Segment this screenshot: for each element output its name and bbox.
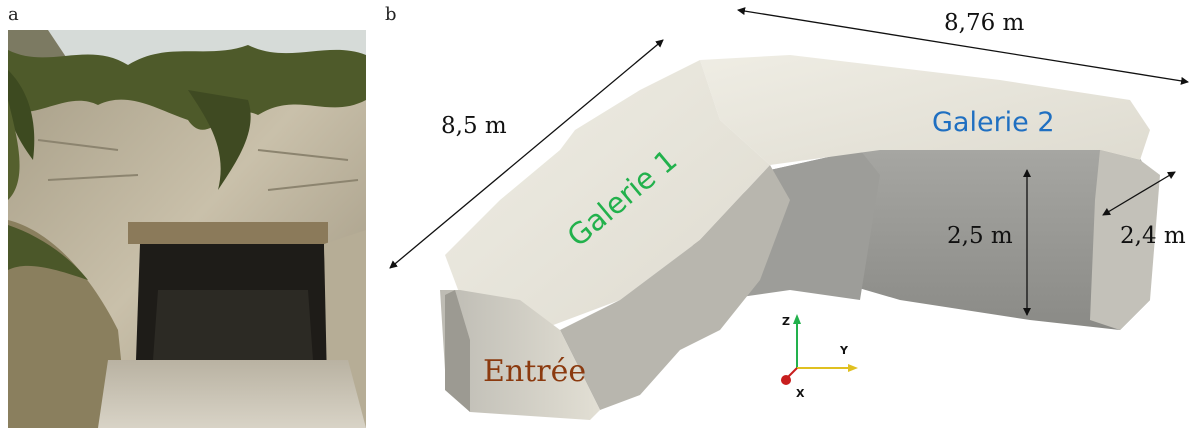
galerie-1-side-wall xyxy=(560,165,790,410)
dim-label-2-5: 2,5 m xyxy=(947,223,1013,249)
dim-arrow-8-5 xyxy=(389,39,664,269)
dim-label-8-5: 8,5 m xyxy=(441,113,507,139)
axis-x-label: X xyxy=(796,387,805,400)
galerie-2-label: Galerie 2 xyxy=(932,107,1055,138)
dim-arrow-8-76 xyxy=(737,7,1189,85)
entree-label: Entrée xyxy=(483,354,586,389)
galerie-2-top xyxy=(700,55,1150,165)
dim-arrow-2-4 xyxy=(1102,171,1176,216)
axis-triad: Z Y X xyxy=(781,314,858,400)
panel-a-label: a xyxy=(8,4,19,25)
panel-b-label: b xyxy=(385,4,397,25)
dim-label-8-76: 8,76 m xyxy=(944,10,1025,36)
entrance-face xyxy=(440,290,600,420)
axis-z-label: Z xyxy=(782,315,790,328)
cave-3d-model: 8,5 m 8,76 m 2,5 m 2,4 m Galerie 1 Galer… xyxy=(389,7,1189,420)
dim-label-2-4: 2,4 m xyxy=(1120,223,1186,249)
cave-entrance-photo xyxy=(8,30,366,428)
axis-y-label: Y xyxy=(839,344,849,357)
